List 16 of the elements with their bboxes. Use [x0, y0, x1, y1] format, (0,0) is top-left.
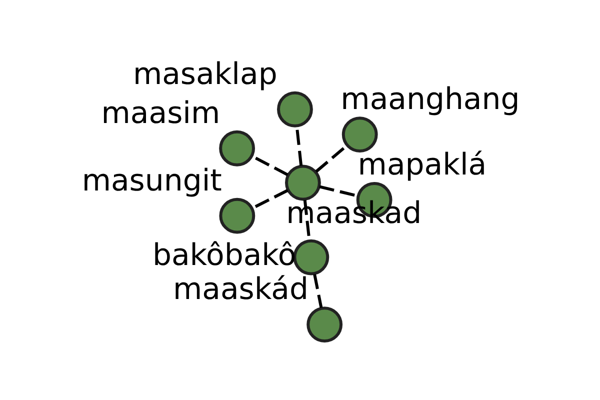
node-label: bakôbakô: [152, 237, 296, 272]
node-circle: [342, 116, 378, 152]
node-label: maasim: [101, 95, 220, 130]
node-label: maaskad: [286, 196, 422, 231]
node-circle: [293, 238, 330, 275]
connector: [313, 273, 323, 308]
node-label: masungit: [82, 162, 222, 198]
node-circle: [277, 90, 313, 127]
node-label: maanghang: [340, 82, 520, 117]
node-circle: [285, 164, 321, 200]
node-circle: [219, 197, 256, 234]
node-circle: [306, 306, 343, 342]
node-circle: [219, 130, 255, 166]
node-label: mapaklá: [358, 146, 487, 182]
node-label: masaklap: [132, 56, 278, 92]
node-label: maaskád: [172, 272, 309, 307]
